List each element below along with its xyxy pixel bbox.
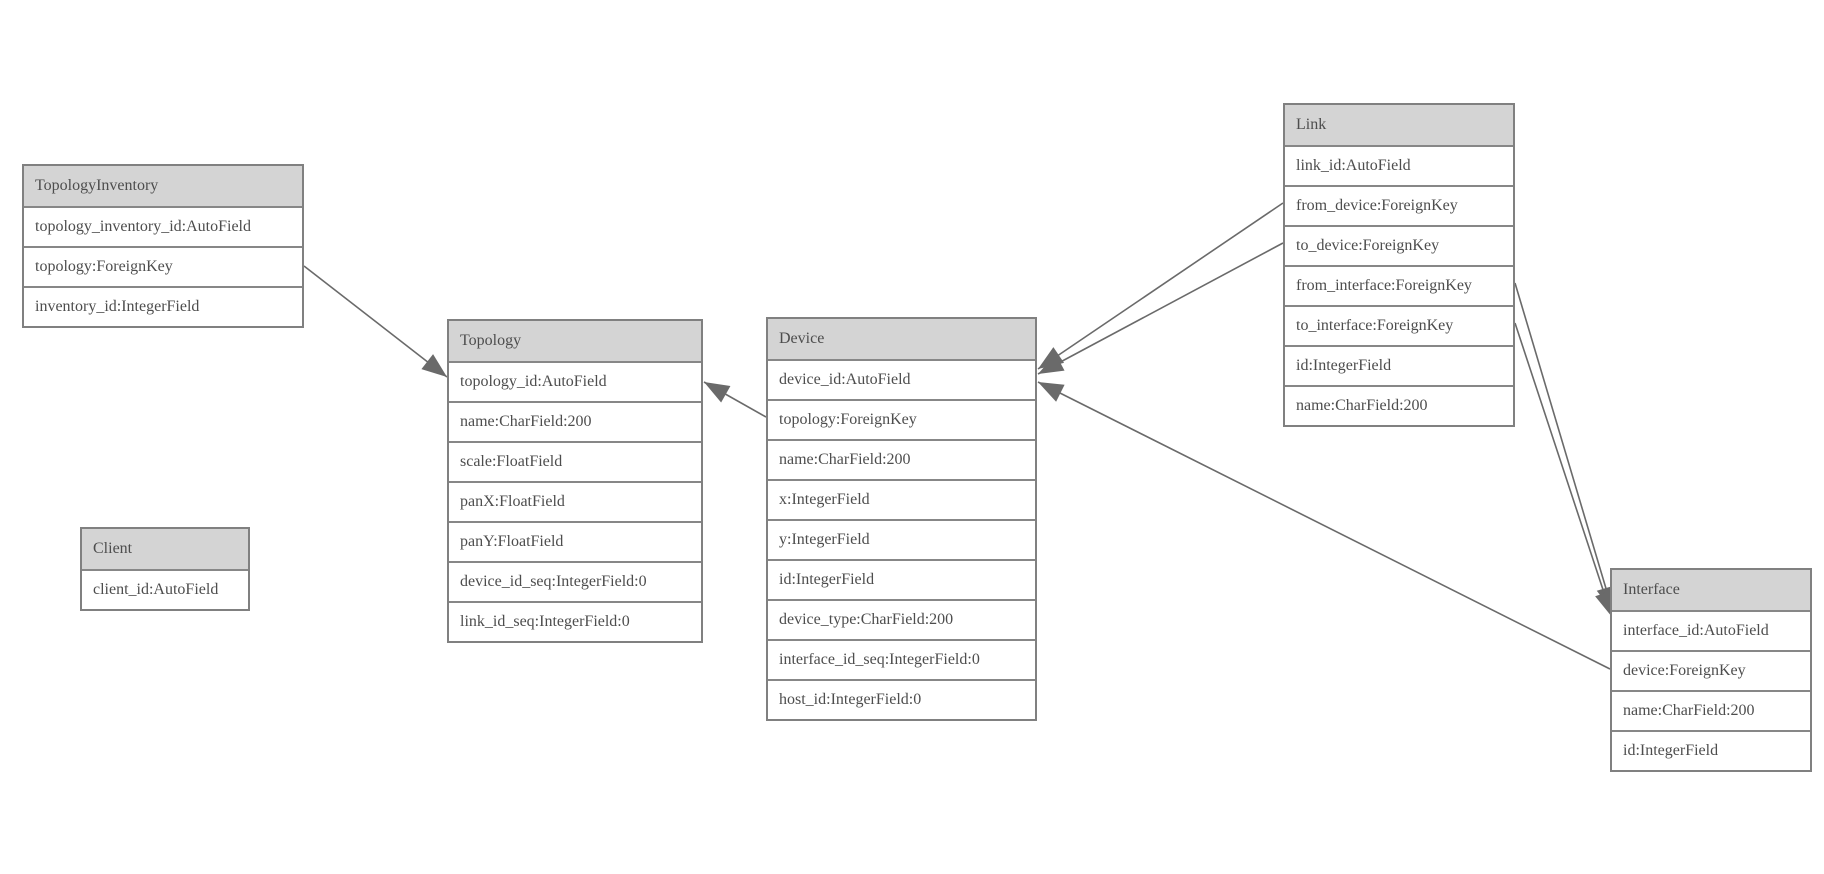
arrowhead-interface-device-fk [1038,382,1065,402]
entity-interface-title: Interface [1612,570,1810,610]
entity-link-field-0: link_id:AutoField [1285,145,1513,185]
entity-device-field-0: device_id:AutoField [768,359,1035,399]
entity-interface-field-1: device:ForeignKey [1612,650,1810,690]
entity-device-field-2: name:CharField:200 [768,439,1035,479]
entity-link-field-5: id:IntegerField [1285,345,1513,385]
entity-client-title: Client [82,529,248,569]
entity-interface-field-3: id:IntegerField [1612,730,1810,770]
entity-interface-field-2: name:CharField:200 [1612,690,1810,730]
entity-interface-field-0: interface_id:AutoField [1612,610,1810,650]
entity-link-field-2: to_device:ForeignKey [1285,225,1513,265]
edge-link-to-interface-fk [1514,322,1613,618]
arrowhead-device-topology-fk [704,382,731,403]
entity-topology-inventory-field-2: inventory_id:IntegerField [24,286,302,326]
entity-device-field-6: device_type:CharField:200 [768,599,1035,639]
entity-topology-field-5: device_id_seq:IntegerField:0 [449,561,701,601]
edge-link-from-interface-fk [1514,282,1614,613]
entity-device-field-8: host_id:IntegerField:0 [768,679,1035,719]
entity-topology-field-0: topology_id:AutoField [449,361,701,401]
edge-interface-device-fk [1037,381,1611,670]
entity-topology-inventory-title: TopologyInventory [24,166,302,206]
entity-topology-field-1: name:CharField:200 [449,401,701,441]
entity-topology-title: Topology [449,321,701,361]
entity-topology-inventory-field-1: topology:ForeignKey [24,246,302,286]
arrowhead-link-to-device-fk [1038,353,1065,374]
entity-topology-field-3: panX:FloatField [449,481,701,521]
entity-client-field-0: client_id:AutoField [82,569,248,609]
entity-device-field-4: y:IntegerField [768,519,1035,559]
entity-link-title: Link [1285,105,1513,145]
entity-link-field-4: to_interface:ForeignKey [1285,305,1513,345]
edge-link-from-device-fk [1037,202,1284,370]
entity-topology-field-2: scale:FloatField [449,441,701,481]
entity-device-field-5: id:IntegerField [768,559,1035,599]
entity-link-field-6: name:CharField:200 [1285,385,1513,425]
entity-device-field-7: interface_id_seq:IntegerField:0 [768,639,1035,679]
edge-link-to-device-fk [1037,242,1284,375]
arrowhead-link-to-interface-fk [1595,590,1614,617]
entity-device-field-1: topology:ForeignKey [768,399,1035,439]
entity-topology-inventory-field-0: topology_inventory_id:AutoField [24,206,302,246]
edge-topologyinventory-topology-fk [303,265,448,378]
entity-device-field-3: x:IntegerField [768,479,1035,519]
entity-link-field-3: from_interface:ForeignKey [1285,265,1513,305]
entity-link-field-1: from_device:ForeignKey [1285,185,1513,225]
arrowhead-topologyinventory-topology-fk [421,354,447,377]
entity-device-title: Device [768,319,1035,359]
entity-topology-field-4: panY:FloatField [449,521,701,561]
entity-topology-field-6: link_id_seq:IntegerField:0 [449,601,701,641]
